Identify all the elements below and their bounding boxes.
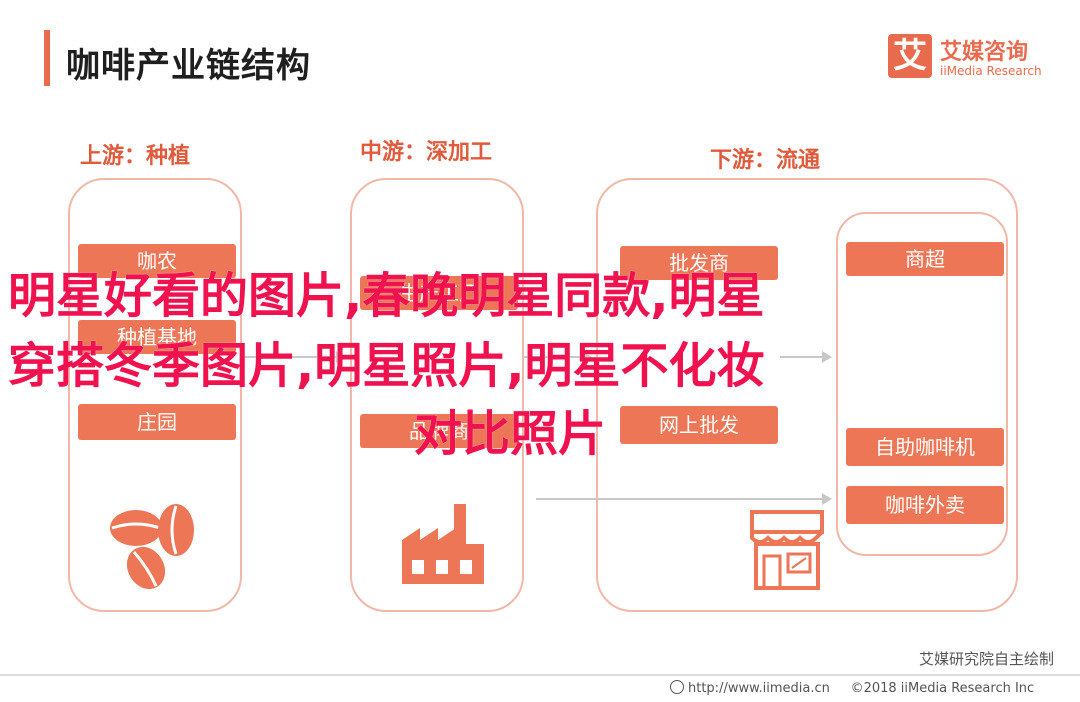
- pill-plantation-base: 种植基地: [78, 320, 236, 354]
- upstream-title: 上游：种植: [80, 144, 191, 169]
- pill-coffee-delivery: 咖啡外卖: [846, 486, 1004, 524]
- arrow-mid-to-down: [522, 351, 592, 363]
- title-accent-bar: [44, 30, 50, 86]
- footer: http://www.iimedia.cn ©2018 iiMedia Rese…: [670, 680, 1034, 696]
- arrow-up-to-mid: [240, 351, 346, 363]
- midstream-title: 中游：深加工: [360, 140, 493, 165]
- logo-mark: 艾: [888, 34, 932, 78]
- pill-estate: 庄园: [78, 404, 236, 440]
- iimedia-logo: 艾 艾媒咨询 iiMedia Research: [888, 34, 1058, 86]
- arrow-dist-to-retail: [780, 351, 832, 363]
- factory-icon: [402, 504, 484, 584]
- pill-supermarket: 商超: [846, 242, 1004, 276]
- footer-copyright: ©2018 iiMedia Research Inc: [850, 681, 1035, 696]
- pill-self-service-machine: 自助咖啡机: [846, 428, 1004, 466]
- store-icon: [750, 510, 824, 590]
- page-title: 咖啡产业链结构: [66, 46, 311, 86]
- pill-coffee-farmer: 咖农: [78, 244, 236, 278]
- logo-name: 艾媒咨询: [940, 40, 1029, 65]
- overlay-line-2: 穿搭冬季图片,明星照片,明星不化妆: [8, 338, 765, 394]
- coffee-beans-icon: [110, 504, 194, 590]
- pill-factory: 生产工厂: [360, 276, 518, 310]
- pill-brand: 品牌商: [360, 414, 518, 448]
- arrow-mid-to-retail: [536, 493, 832, 505]
- footer-divider: [0, 674, 1080, 676]
- logo-subtitle: iiMedia Research: [940, 64, 1042, 78]
- downstream-title: 下游：流通: [710, 148, 821, 173]
- footer-url[interactable]: http://www.iimedia.cn: [688, 681, 830, 696]
- pill-wholesaler: 批发商: [620, 246, 778, 280]
- overlay-line-1: 明星好看的图片,春晚明星同款,明星: [8, 268, 765, 324]
- pill-online-wholesale: 网上批发: [620, 406, 778, 444]
- credit-text: 艾媒研究院自主绘制: [918, 650, 1054, 668]
- overlay-line-3: 对比照片: [414, 406, 607, 462]
- globe-icon: [670, 680, 684, 694]
